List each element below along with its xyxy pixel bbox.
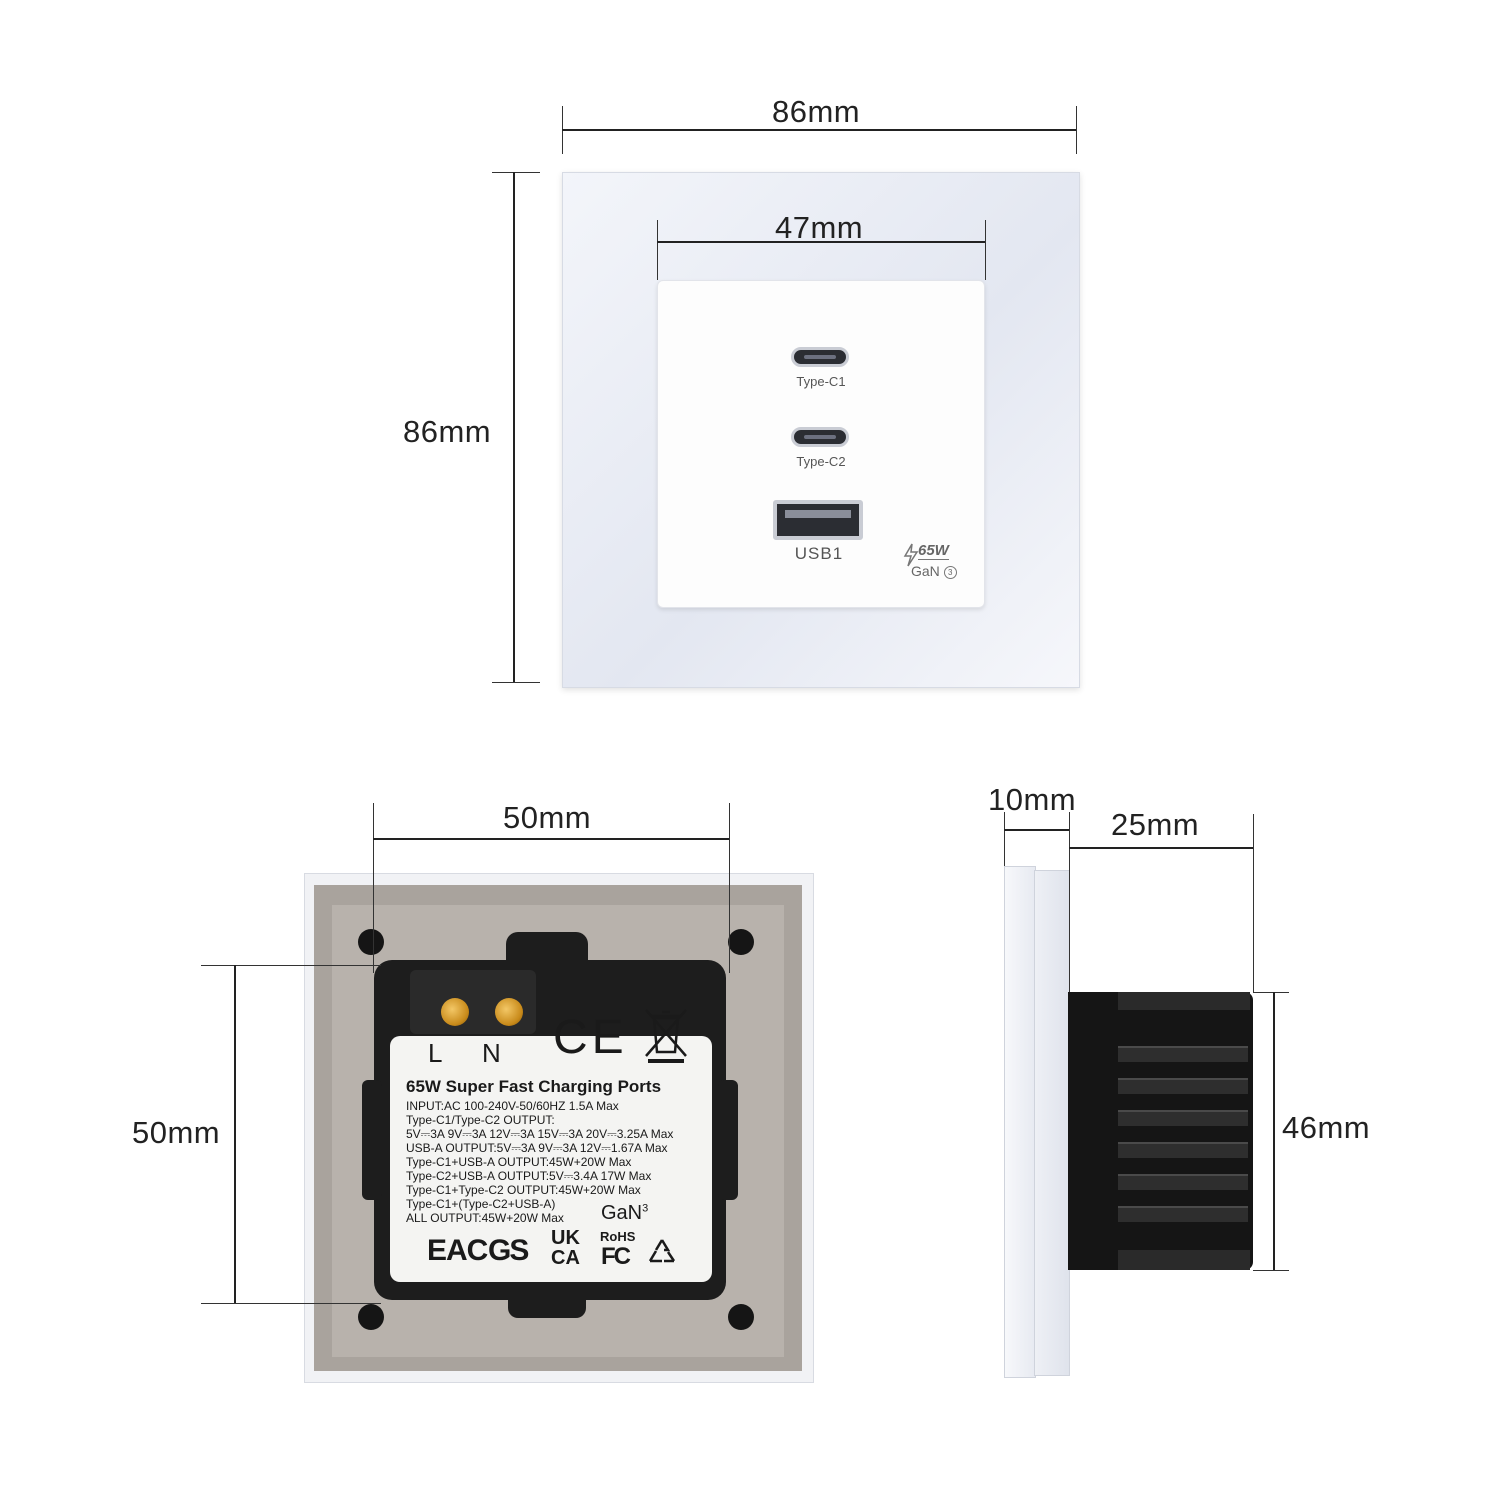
side-bottom-lip xyxy=(1118,1250,1250,1270)
dim-tick xyxy=(1253,1270,1289,1271)
badge-gan: GaN 3 xyxy=(911,563,957,579)
badge-gan-text: GaN xyxy=(911,563,940,579)
dim-tick xyxy=(492,172,540,173)
dim-line xyxy=(1069,847,1253,849)
dim-tick xyxy=(1253,992,1289,993)
dim-line xyxy=(513,172,515,682)
gan-superscript: 3 xyxy=(642,1202,649,1215)
module-top-tab xyxy=(506,932,588,972)
lightning-icon xyxy=(903,543,919,567)
badge-65w-text: 65W xyxy=(918,542,949,559)
dim-tick xyxy=(1253,814,1254,992)
usb1-label: USB1 xyxy=(794,544,844,563)
side-vent xyxy=(1118,1206,1248,1222)
mount-hole xyxy=(358,929,384,955)
terminal-screw-l xyxy=(441,998,469,1026)
type-c1-label: Type-C1 xyxy=(796,374,846,389)
dim-tick xyxy=(1004,812,1005,866)
rohs-mark: RoHS xyxy=(600,1229,636,1244)
ce-mark: CE xyxy=(553,1011,628,1064)
gan-mark-text: GaN xyxy=(601,1202,643,1224)
type-c2-label: Type-C2 xyxy=(796,454,846,469)
spec-line: USB-A OUTPUT:5V⎓3A 9V⎓3A 12V⎓1.67A Max xyxy=(406,1141,668,1155)
dim-tick xyxy=(373,803,374,973)
side-plate-depth-label: 10mm xyxy=(988,782,1077,817)
dim-line xyxy=(1004,829,1069,831)
spec-line: INPUT:AC 100-240V-50/60HZ 1.5A Max xyxy=(406,1099,619,1113)
dim-line xyxy=(657,241,985,243)
side-vent xyxy=(1118,1174,1248,1190)
side-glass-plate xyxy=(1004,866,1036,1378)
dim-line xyxy=(1273,992,1275,1270)
side-vent xyxy=(1118,1046,1248,1062)
gan-mark: GaN3 xyxy=(601,1202,648,1225)
spec-line: Type-C1/Type-C2 OUTPUT: xyxy=(406,1113,555,1127)
gs-mark: GS xyxy=(488,1234,529,1267)
dim-tick xyxy=(729,803,730,973)
spec-line: Type-C1+(Type-C2+USB-A) xyxy=(406,1197,556,1211)
side-module-body xyxy=(1068,992,1253,1270)
eac-mark: EAC xyxy=(427,1234,488,1267)
terminal-n-label: N xyxy=(482,1038,501,1068)
dim-tick xyxy=(201,1303,381,1304)
dim-tick xyxy=(1069,812,1070,992)
dim-tick xyxy=(492,682,540,683)
back-width-label: 50mm xyxy=(503,800,592,835)
fc-mark: FC xyxy=(601,1243,631,1270)
side-frame xyxy=(1034,870,1070,1376)
front-height-label: 86mm xyxy=(403,414,492,449)
dim-tick xyxy=(201,965,381,966)
spec-line: 5V⎓3A 9V⎓3A 12V⎓3A 15V⎓3A 20V⎓3.25A Max xyxy=(406,1127,674,1141)
usb-a-port xyxy=(773,500,863,540)
spec-line: Type-C1+USB-A OUTPUT:45W+20W Max xyxy=(406,1155,632,1169)
module-left-clip xyxy=(362,1080,382,1200)
side-body-height-label: 46mm xyxy=(1282,1110,1371,1145)
spec-line: Type-C2+USB-A OUTPUT:5V⎓3.4A 17W Max xyxy=(406,1169,652,1183)
type-c2-port xyxy=(791,427,849,447)
mount-hole xyxy=(728,929,754,955)
side-vent xyxy=(1118,1078,1248,1094)
recycle-icon xyxy=(648,1239,676,1263)
dim-line xyxy=(234,965,236,1303)
insert-width-label: 47mm xyxy=(775,210,864,245)
side-top-lip xyxy=(1118,992,1250,1010)
dim-line xyxy=(373,838,729,840)
terminal-screw-n xyxy=(495,998,523,1026)
module-bottom-tab xyxy=(508,1290,586,1318)
dim-tick xyxy=(1076,106,1077,154)
module-right-clip xyxy=(718,1080,738,1200)
mount-hole xyxy=(358,1304,384,1330)
back-height-label: 50mm xyxy=(132,1115,221,1150)
dim-tick xyxy=(985,220,986,280)
side-vent xyxy=(1118,1110,1248,1126)
weee-bin-icon xyxy=(645,1009,687,1063)
front-width-label: 86mm xyxy=(772,94,861,129)
dim-tick xyxy=(657,220,658,280)
dim-line xyxy=(562,129,1076,131)
terminal-l-label: L xyxy=(428,1038,443,1068)
spec-label xyxy=(390,1036,712,1282)
side-vent xyxy=(1118,1142,1248,1158)
spec-line: ALL OUTPUT:45W+20W Max xyxy=(406,1211,564,1225)
side-body-depth-label: 25mm xyxy=(1111,807,1200,842)
spec-title: 65W Super Fast Charging Ports xyxy=(406,1077,662,1096)
ukca-mark-bottom: CA xyxy=(551,1247,580,1269)
spec-line: Type-C1+Type-C2 OUTPUT:45W+20W Max xyxy=(406,1183,641,1197)
type-c1-port xyxy=(791,347,849,367)
mount-hole xyxy=(728,1304,754,1330)
ukca-mark-top: UK xyxy=(551,1227,580,1249)
badge-65w: 65W xyxy=(918,542,949,560)
